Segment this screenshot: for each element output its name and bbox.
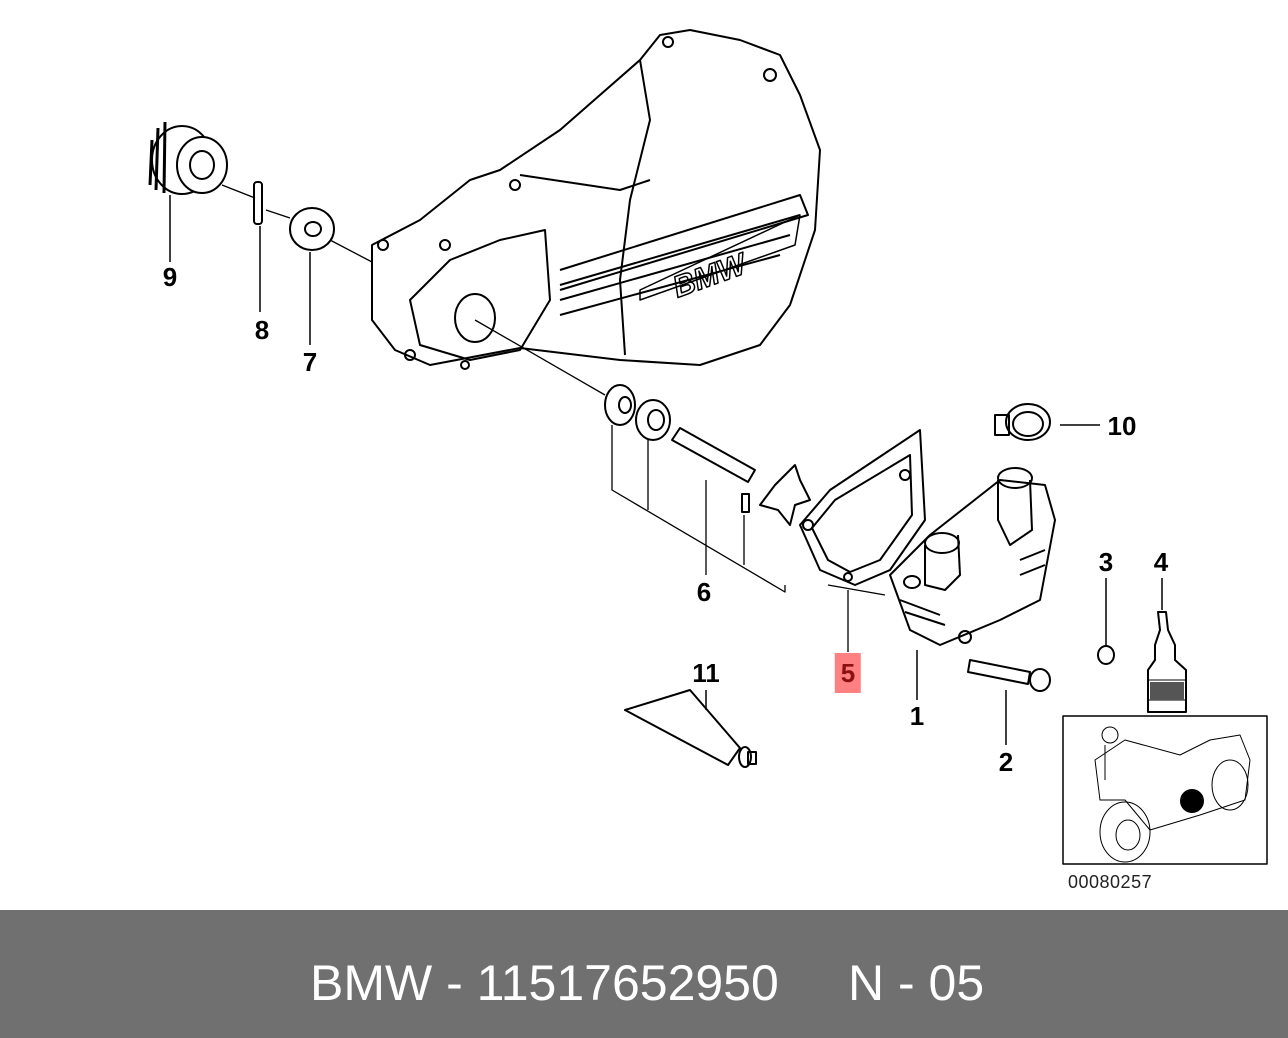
callout-2: 2 (998, 747, 1014, 777)
callout-8: 8 (254, 315, 270, 345)
footer-bar: BMW - 11517652950 N - 05 (0, 910, 1288, 1038)
motorcycle-location-inset (1062, 715, 1268, 865)
sealant-bottle-part-4 (1147, 611, 1187, 713)
callout-10: 10 (1107, 411, 1137, 441)
engine-housing (371, 29, 821, 370)
callout-7: 7 (302, 347, 318, 377)
seal-bearing-parts (474, 319, 811, 526)
pump-cover-part-1 (889, 467, 1056, 646)
callout-4: 4 (1153, 547, 1169, 577)
parts-diagram: BMW (148, 29, 1268, 865)
callout-1: 1 (909, 701, 925, 731)
hose-clamp-part-10 (994, 403, 1051, 441)
callout-3: 3 (1098, 547, 1114, 577)
housing-logo: BMW (669, 247, 753, 305)
diagram-code: 00080257 (1068, 872, 1153, 892)
washer-part-7 (289, 207, 335, 251)
gasket-part-5 (799, 429, 926, 586)
pin-part-8 (253, 181, 263, 225)
gear-part-9 (148, 121, 228, 195)
bolt-part-2 (967, 659, 1051, 692)
paste-tube-part-11 (624, 689, 757, 768)
callout-6: 6 (696, 577, 712, 607)
position-text: N - 05 (848, 955, 985, 1011)
callout-9: 9 (162, 262, 178, 292)
callout-5-highlighted: 5 (834, 653, 862, 693)
callout-11: 11 (692, 658, 720, 688)
part-number-text: BMW - 11517652950 (310, 955, 779, 1011)
washer-part-3 (1097, 645, 1115, 665)
